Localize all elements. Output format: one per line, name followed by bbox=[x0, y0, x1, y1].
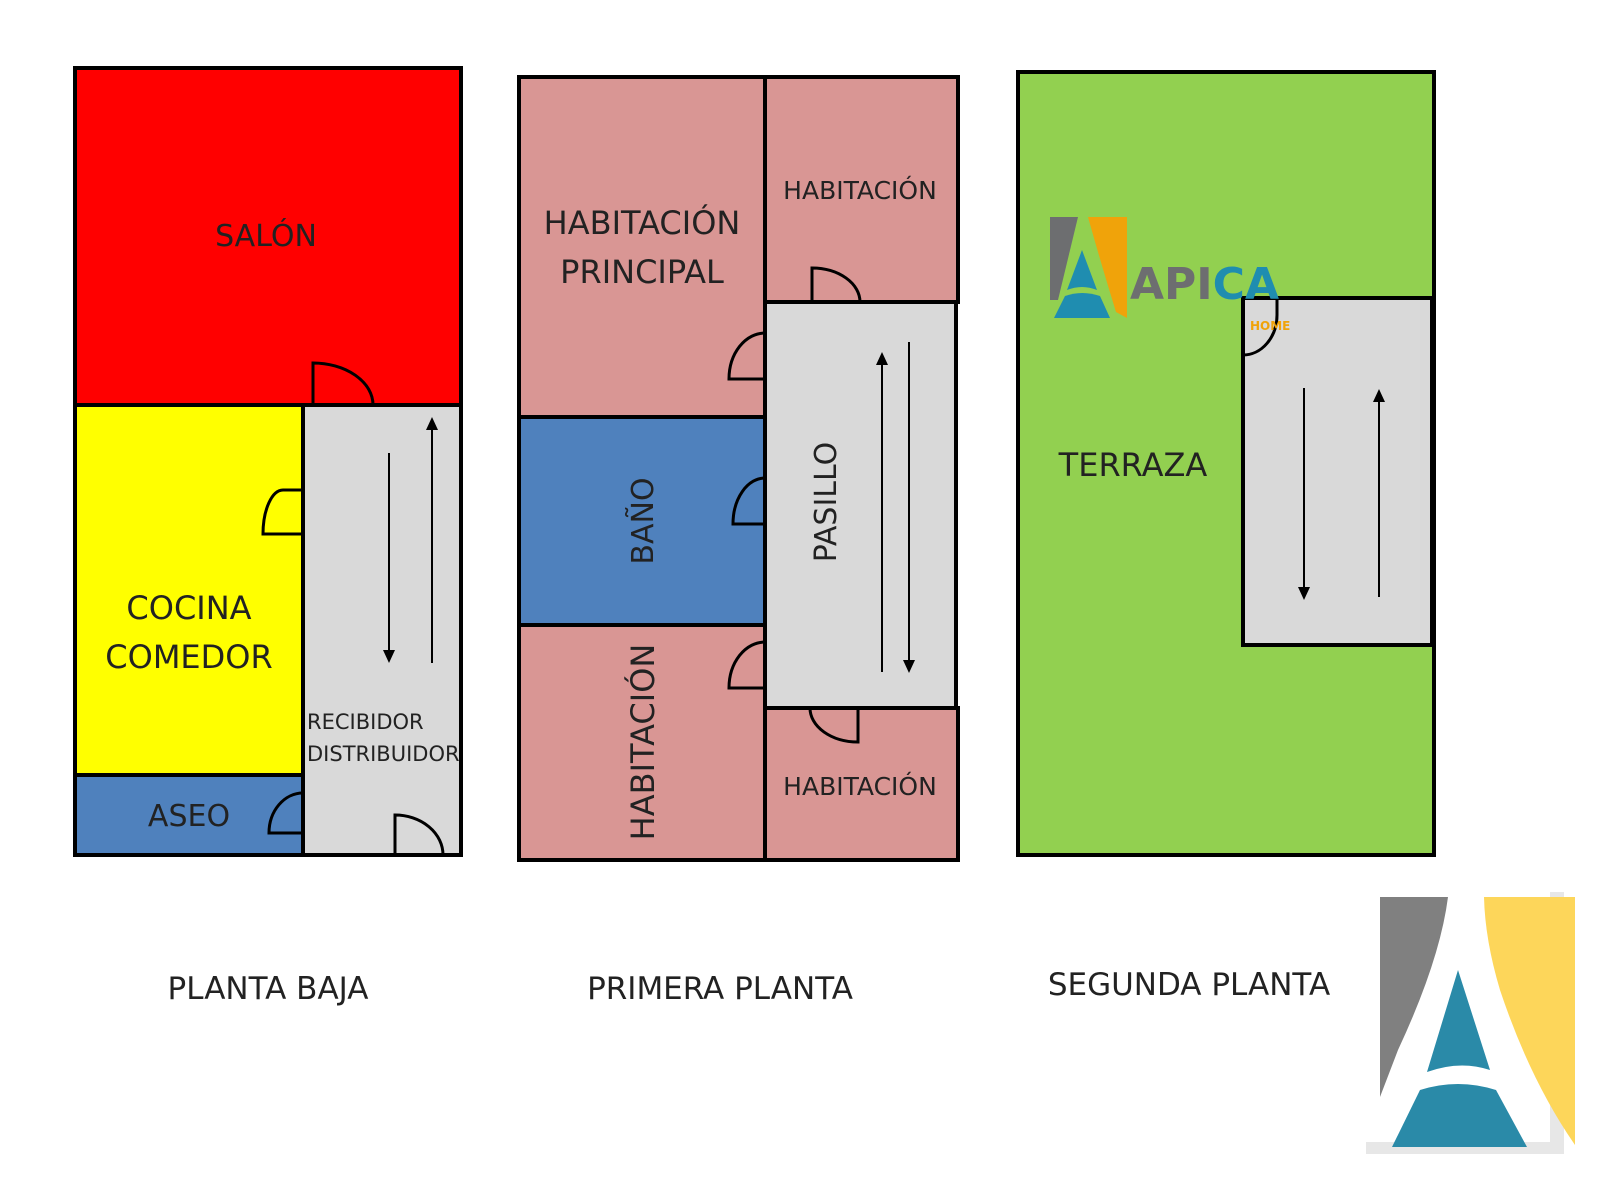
room-cocina-comedor bbox=[73, 403, 305, 777]
label-comedor: COMEDOR bbox=[105, 638, 272, 676]
apica-logo-small: APICA HOME bbox=[1050, 217, 1290, 333]
door-icon bbox=[311, 361, 375, 406]
label-habitacion-bottom: HABITACIÓN bbox=[783, 771, 937, 801]
door-icon bbox=[261, 488, 303, 536]
door-icon bbox=[1242, 298, 1279, 357]
room-aseo bbox=[73, 773, 305, 857]
plan-planta-baja: SALÓN COCINA COMEDOR ASEO RECIBIDOR DIST… bbox=[73, 66, 463, 857]
room-pasillo bbox=[763, 300, 958, 710]
room-habitacion-principal bbox=[517, 75, 767, 419]
stairs-arrows bbox=[876, 342, 915, 673]
room-salon bbox=[73, 66, 463, 407]
label-habitacion-principal-1: HABITACIÓN bbox=[544, 203, 741, 242]
door-icon bbox=[808, 707, 860, 744]
door-icon bbox=[393, 813, 445, 856]
logo-wordmark: APICA bbox=[1130, 259, 1279, 310]
label-habitacion-left: HABITACIÓN bbox=[623, 644, 662, 841]
plan-segunda-planta: TERRAZA APICA HOME bbox=[1016, 70, 1436, 857]
door-icon bbox=[810, 266, 862, 303]
room-escalera bbox=[1241, 296, 1434, 647]
label-aseo: ASEO bbox=[148, 799, 230, 834]
label-pasillo: PASILLO bbox=[809, 442, 844, 563]
label-habitacion-principal-2: PRINCIPAL bbox=[560, 253, 724, 291]
stairs-arrows bbox=[1298, 388, 1385, 600]
logo-sub: HOME bbox=[1250, 319, 1290, 333]
title-primera-planta: PRIMERA PLANTA bbox=[587, 971, 853, 1007]
door-icon bbox=[727, 331, 766, 381]
label-cocina: COCINA bbox=[126, 589, 251, 627]
label-distribuidor: DISTRIBUIDOR bbox=[307, 742, 460, 766]
stairs-arrows bbox=[383, 417, 438, 663]
title-planta-baja: PLANTA BAJA bbox=[168, 971, 369, 1007]
apica-logo-large bbox=[1352, 880, 1575, 1154]
room-habitacion-top bbox=[763, 75, 960, 304]
room-habitacion-left bbox=[517, 623, 767, 862]
label-salon: SALÓN bbox=[215, 217, 317, 254]
room-recibidor bbox=[301, 403, 463, 857]
label-recibidor: RECIBIDOR bbox=[307, 710, 424, 734]
plan-primera-planta: HABITACIÓN PRINCIPAL HABITACIÓN BAÑO PAS… bbox=[517, 75, 960, 862]
label-habitacion-top: HABITACIÓN bbox=[783, 175, 937, 205]
label-terraza: TERRAZA bbox=[1058, 446, 1208, 484]
door-icon bbox=[267, 791, 304, 835]
door-icon bbox=[731, 476, 766, 526]
title-segunda-planta: SEGUNDA PLANTA bbox=[1048, 967, 1330, 1003]
label-bano: BAÑO bbox=[625, 477, 661, 564]
door-icon bbox=[727, 640, 766, 690]
